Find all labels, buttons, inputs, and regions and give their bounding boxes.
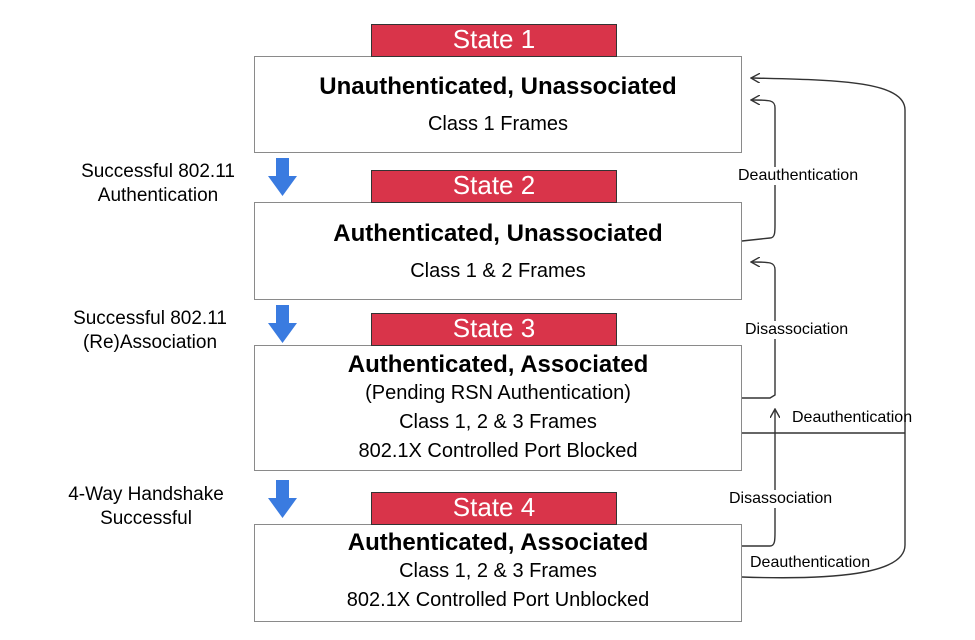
- transition-label-line: Successful 802.11: [81, 161, 235, 182]
- disassoc-4-to-3-connector: [742, 410, 775, 547]
- state-3-line: 802.1X Controlled Port Blocked: [358, 440, 638, 462]
- transition-label-line: Successful 802.11: [73, 308, 227, 329]
- down-arrow-icon: [268, 305, 297, 343]
- state-4-box: Authenticated, Associated Class 1, 2 & 3…: [254, 524, 742, 622]
- disassoc-4-to-3-label: Disassociation: [727, 490, 835, 508]
- transition-label-line: Successful: [100, 508, 192, 529]
- state-4-title: Authenticated, Associated: [347, 529, 649, 556]
- deauth-2-to-1-label: Deauthentication: [736, 167, 861, 185]
- deauth-2-to-1-connector: [741, 100, 776, 242]
- state-3-box: Authenticated, Associated (Pending RSN A…: [254, 345, 742, 471]
- down-arrow-icon: [268, 480, 297, 518]
- state-2-box: Authenticated, Unassociated Class 1 & 2 …: [254, 202, 742, 300]
- state-2-title: Authenticated, Unassociated: [333, 220, 663, 247]
- state-1-line: Class 1 Frames: [427, 113, 569, 135]
- state-2-tag: State 2: [371, 170, 617, 203]
- state-4-line: 802.1X Controlled Port Unblocked: [346, 589, 650, 611]
- state-3-line: Class 1, 2 & 3 Frames: [399, 411, 597, 433]
- state-3-tag: State 3: [371, 313, 617, 346]
- transition-label-line: Authentication: [97, 185, 219, 206]
- state-1-tag: State 1: [371, 24, 617, 57]
- state-2-line: Class 1 & 2 Frames: [410, 260, 586, 282]
- transition-label-line: 4-Way Handshake: [68, 484, 224, 505]
- transition-label-association: Successful 802.11 (Re)Association: [40, 307, 260, 355]
- state-3-line: (Pending RSN Authentication): [365, 382, 631, 404]
- state-3-title: Authenticated, Associated: [347, 351, 649, 378]
- state-4-line: Class 1, 2 & 3 Frames: [399, 560, 597, 582]
- deauth-4-to-1-label: Deauthentication: [750, 554, 871, 571]
- transition-label-handshake: 4-Way Handshake Successful: [36, 483, 256, 531]
- transition-label-authentication: Successful 802.11 Authentication: [48, 160, 268, 208]
- deauth-3-to-1-label: Deauthentication: [792, 409, 913, 426]
- disassoc-3-to-2-label: Disassociation: [743, 321, 851, 339]
- transition-label-line: (Re)Association: [82, 332, 218, 353]
- deauth-4-to-1-connector: [741, 78, 906, 579]
- state-1-box: Unauthenticated, Unassociated Class 1 Fr…: [254, 56, 742, 153]
- down-arrow-icon: [268, 158, 297, 196]
- disassoc-3-to-2-connector: [742, 262, 776, 399]
- state-4-tag: State 4: [371, 492, 617, 525]
- state-1-title: Unauthenticated, Unassociated: [319, 73, 677, 100]
